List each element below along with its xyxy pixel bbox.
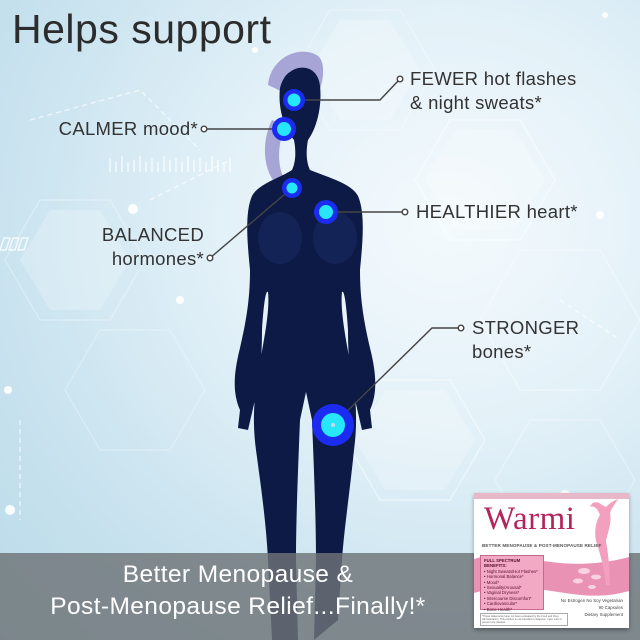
benefit-item: • Hormonal Balance* — [484, 574, 524, 580]
banner-line-1: Better Menopause & — [122, 561, 354, 588]
page-title: Helps support — [12, 6, 272, 52]
leader-lines — [205, 79, 460, 426]
benefit-line: CALMER mood* — [58, 118, 198, 139]
benefit-label-heart: HEALTHIER heart* — [416, 200, 578, 224]
box-top-rim — [474, 493, 629, 499]
glow-marker-hot-flashes — [283, 89, 305, 111]
product-tagline: BETTER MENOPAUSE & POST-MENOPAUSE RELIEF — [482, 543, 602, 548]
benefit-line: HEALTHIER heart* — [416, 201, 578, 222]
product-count: 90 Capsules — [598, 605, 623, 610]
glow-marker-heart — [314, 200, 338, 224]
glow-marker-hormones — [282, 178, 302, 198]
benefit-item: • Bone Health* — [484, 606, 513, 612]
product-attributes-line: No Estrogen No Soy Vegetarian — [560, 598, 623, 603]
benefit-item: • Sexuality/Arousal* — [484, 585, 522, 591]
benefit-item: • Night Sweats/Hot Flashes* — [484, 568, 538, 574]
benefit-item: • Cardiovascular* — [484, 601, 518, 607]
product-attributes: No Estrogen No Soy Vegetarian 90 Capsule… — [561, 597, 623, 618]
benefit-label-mood: CALMER mood* — [20, 117, 198, 141]
glow-marker-mood — [272, 117, 296, 141]
product-brand: Warmi — [484, 501, 576, 537]
banner-line-2: Post-Menopause Relief...Finally!* — [50, 593, 426, 620]
product-disclaimer: *These statements have not been evaluate… — [480, 613, 568, 626]
product-benefits-panel: FULL SPECTRUM BENEFITS: • Night Sweats/H… — [480, 555, 544, 612]
benefit-line: STRONGER — [472, 317, 580, 338]
body-shading — [258, 212, 357, 264]
benefit-line: hormones* — [111, 248, 204, 269]
benefit-label-hormones: BALANCED hormones* — [30, 223, 204, 271]
benefits-header: FULL SPECTRUM BENEFITS: — [484, 558, 521, 569]
benefit-item: • Mood* — [484, 579, 500, 585]
benefit-label-hot-flashes: FEWER hot flashes & night sweats* — [410, 67, 577, 115]
benefit-line: FEWER hot flashes — [410, 68, 577, 89]
benefit-item: • Vaginal Dryness* — [484, 590, 520, 596]
product-type: Dietary Supplement — [584, 612, 623, 617]
banner-headline: Better Menopause & Post-Menopause Relief… — [0, 559, 476, 623]
benefit-item: • Intercourse Discomfort* — [484, 595, 532, 601]
leader-endpoints — [200, 75, 465, 332]
benefit-label-bones: STRONGER bones* — [472, 316, 579, 364]
woman-silhouette — [234, 67, 376, 640]
dancer-silhouette-icon — [590, 499, 618, 585]
glow-marker-bones — [312, 404, 354, 446]
product-box: Warmi BETTER MENOPAUSE & POST-MENOPAUSE … — [474, 493, 629, 628]
benefit-line: bones* — [472, 341, 532, 362]
benefit-line: & night sweats* — [410, 92, 543, 113]
benefit-line: BALANCED — [101, 224, 204, 245]
